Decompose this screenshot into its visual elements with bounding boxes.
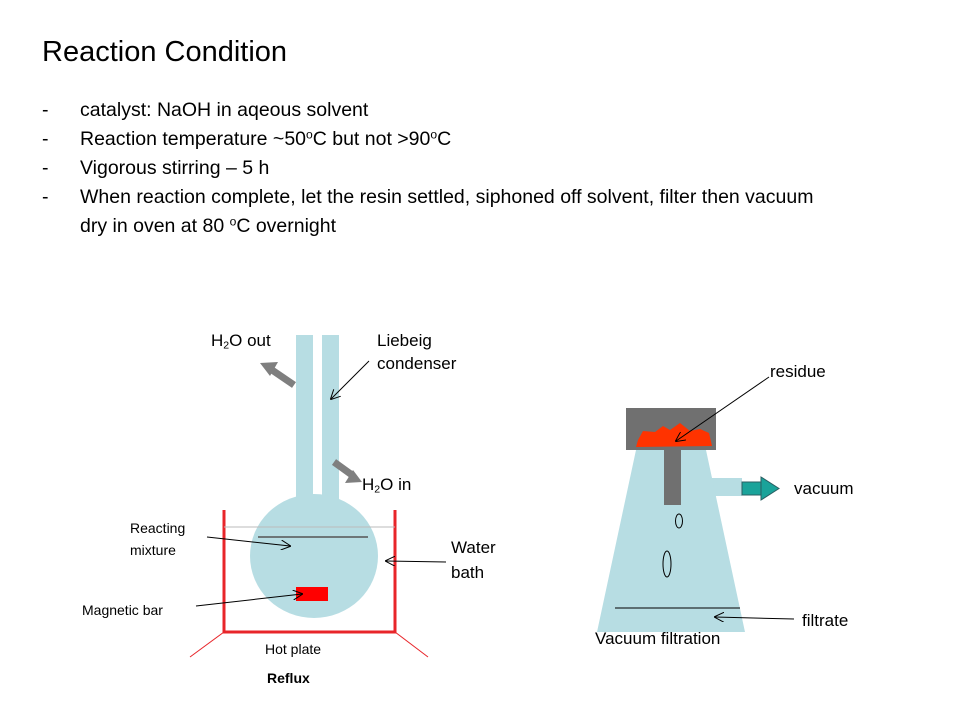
h2o-in-arrow	[331, 459, 362, 483]
condition-item: - Vigorous stirring – 5 h	[42, 154, 840, 183]
text-run: Vigorous stirring – 5 h	[80, 157, 270, 179]
h2o-in-suffix: O in	[380, 475, 412, 494]
bullet-dash: -	[42, 157, 49, 179]
bullet-dash: -	[42, 128, 49, 150]
superscript: o	[229, 214, 237, 229]
text-run: C but not >90	[312, 128, 431, 150]
h2o-in-prefix: H	[362, 475, 375, 494]
residue-pointer-arrow	[676, 376, 770, 441]
condenser-outer-tube	[322, 335, 339, 500]
condition-item: - When reaction complete, let the resin s…	[42, 183, 840, 241]
condition-item: - catalyst: NaOH in aqeous solvent	[42, 96, 840, 125]
condenser-label-line2: condenser	[377, 354, 457, 373]
h2o-out-subscript: 2	[223, 339, 230, 352]
text-run: C overnight	[236, 215, 337, 237]
flask-side-arm	[706, 478, 742, 496]
condition-text: Vigorous stirring – 5 h	[80, 157, 269, 179]
h2o-in-label: H2O in	[362, 474, 411, 496]
reflux-apparatus	[189, 335, 447, 658]
condition-text: When reaction complete, let the resin se…	[80, 186, 813, 237]
vacuum-filtration-apparatus	[597, 376, 795, 632]
magnetic-bar-label: Magnetic bar	[82, 602, 163, 618]
filtrate-pointer-arrow	[715, 617, 795, 619]
reacting-mixture-label-line2: mixture	[130, 542, 176, 558]
text-run: C	[437, 128, 452, 150]
funnel-stem	[664, 450, 681, 505]
h2o-out-label: H2O out	[211, 330, 271, 352]
vacuum-label: vacuum	[794, 479, 854, 498]
text-run: When reaction complete, let the resin se…	[80, 186, 814, 237]
water-bath-label-line1: Water	[451, 538, 496, 557]
hot-plate-label: Hot plate	[265, 641, 322, 657]
vacuum-arrow	[741, 476, 780, 501]
condition-text: catalyst: NaOH in aqeous solvent	[80, 99, 368, 121]
reacting-mixture-label-line1: Reacting	[130, 520, 186, 536]
h2o-out-suffix: O out	[229, 331, 271, 350]
bullet-dash: -	[42, 99, 49, 121]
vacuum-filtration-caption: Vacuum filtration	[595, 629, 721, 648]
condenser-inner-tube	[296, 335, 313, 500]
h2o-out-arrow	[260, 362, 296, 388]
water-bath-pointer-arrow	[386, 561, 447, 562]
bullet-dash: -	[42, 186, 49, 208]
superscript: o	[430, 127, 438, 142]
water-bath	[222, 510, 397, 634]
condenser-pointer-arrow	[331, 360, 370, 399]
filtrate-drop-large	[662, 550, 672, 578]
condenser-label-line1: Liebeig	[377, 331, 432, 350]
residue-cake	[636, 423, 712, 447]
hot-plate-left-edge	[189, 631, 225, 658]
water-bath-label-line2: bath	[451, 563, 485, 582]
filtrate-label: filtrate	[802, 611, 849, 630]
h2o-out-prefix: H	[211, 331, 224, 350]
h2o-in-subscript: 2	[374, 483, 381, 496]
reacting-mixture-pointer-arrow	[206, 536, 290, 546]
superscript: o	[306, 127, 313, 142]
magnetic-bar-pointer-arrow	[195, 594, 302, 607]
magnetic-bar	[296, 587, 328, 601]
page-title: Reaction Condition	[42, 36, 288, 68]
reaction-conditions-list: - catalyst: NaOH in aqeous solvent - React…	[42, 96, 840, 241]
condition-text: Reaction temperature ~50oC but not >90oC	[80, 128, 451, 150]
text-run: catalyst: NaOH in aqeous solvent	[80, 99, 369, 121]
filtrate-drop-small	[675, 513, 683, 529]
hot-plate-right-edge	[394, 631, 429, 658]
residue-label: residue	[770, 362, 826, 381]
round-bottom-flask	[250, 494, 378, 618]
text-run: Reaction temperature ~50	[80, 128, 307, 150]
buchner-flask	[597, 450, 745, 632]
condition-item: -Reaction temperature ~50oC but not >90o…	[42, 125, 840, 154]
reflux-caption: Reflux	[267, 670, 310, 686]
